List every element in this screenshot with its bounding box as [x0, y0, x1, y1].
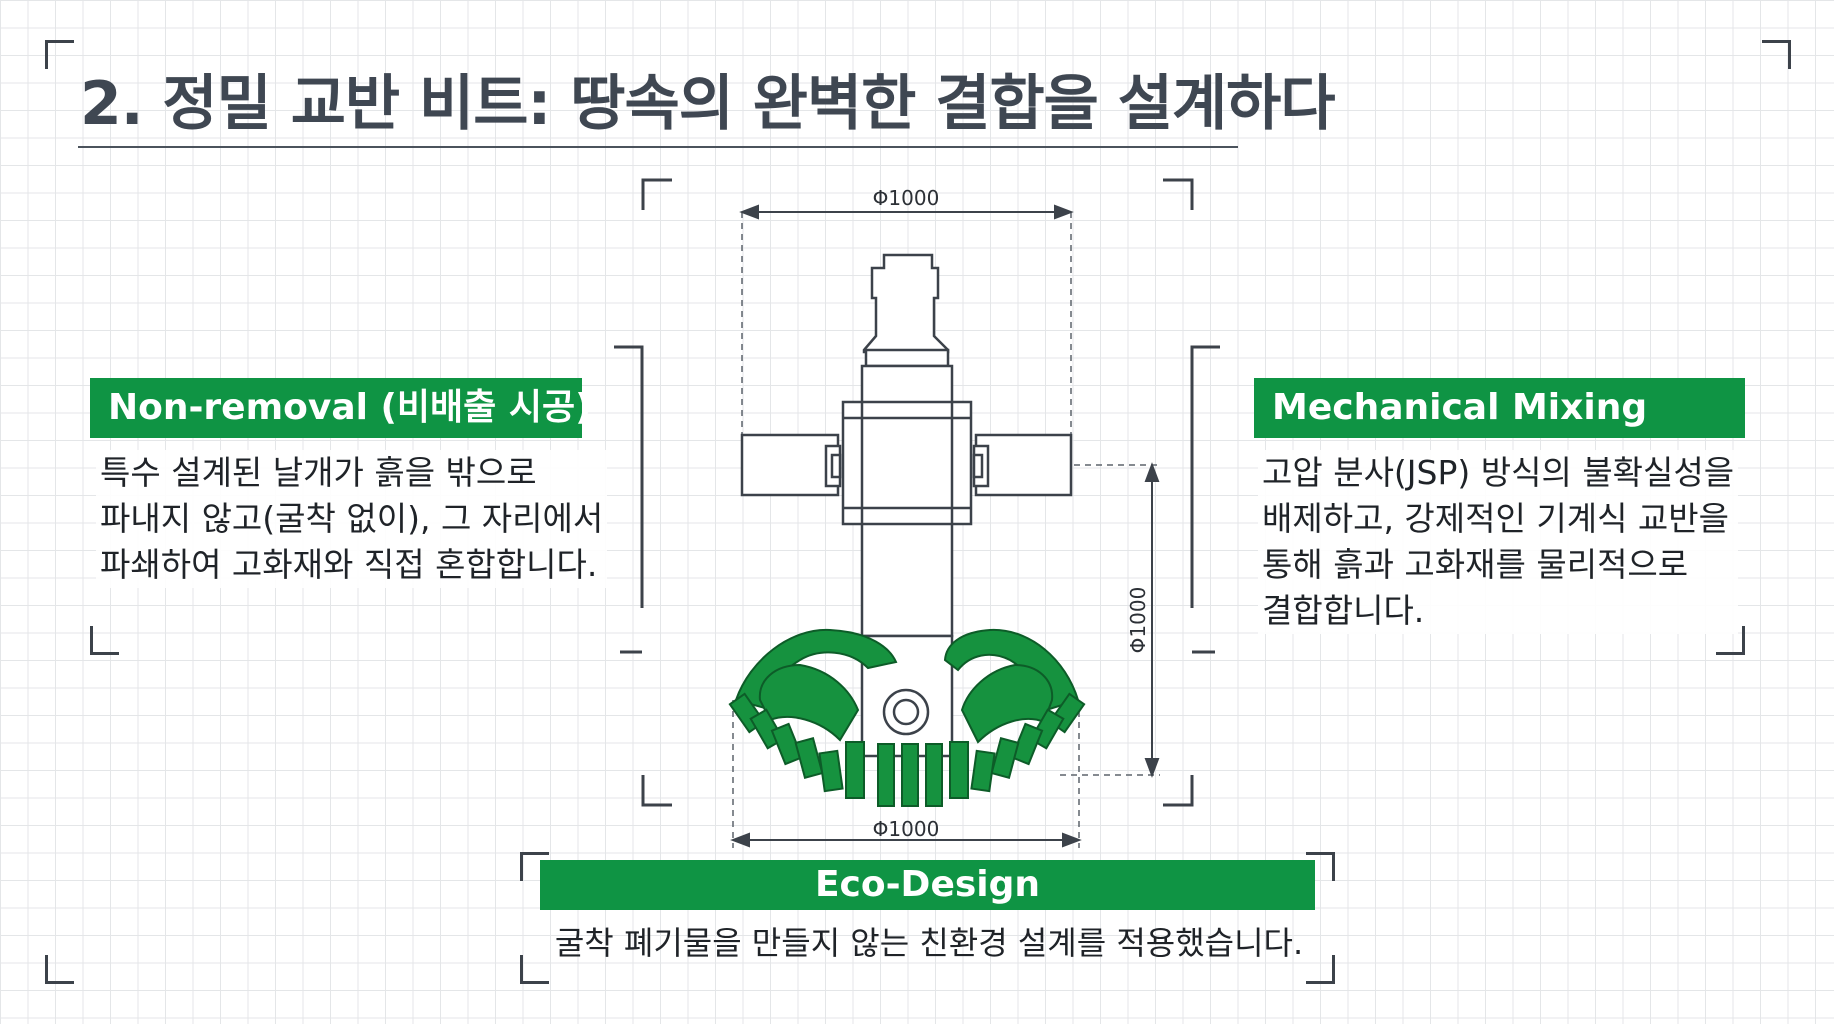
mixing-blades: [728, 628, 1086, 807]
dimension-label-top: Φ1000: [873, 186, 940, 210]
bit-shaft: [740, 253, 1073, 758]
bottom-panel-corner-br: [1306, 955, 1335, 984]
dimension-label-side: Φ1000: [1126, 587, 1150, 654]
frame-corner-tl: [45, 40, 74, 69]
right-panel-heading: Mechanical Mixing: [1254, 378, 1745, 438]
page-title: 2. 정밀 교반 비트: 땅속의 완벽한 결합을 설계하다: [80, 69, 1336, 139]
left-panel-text: 특수 설계된 날개가 흙을 밖으로 파내지 않고(굴착 없이), 그 자리에서 …: [96, 450, 608, 588]
left-panel-corner-bl: [90, 626, 119, 655]
left-panel-heading: Non-removal (비배출 시공): [90, 378, 592, 438]
left-panel: Non-removal (비배출 시공) 특수 설계된 날개가 흙을 밖으로 파…: [90, 378, 650, 653]
right-panel: Mechanical Mixing 고압 분사(JSP) 방식의 불확실성을 배…: [1252, 378, 1752, 663]
right-panel-line: 결합합니다.: [1262, 591, 1425, 630]
drawing-brackets: [614, 178, 1220, 807]
bottom-panel-heading: Eco-Design: [540, 860, 1315, 910]
title-underline: [78, 146, 1238, 148]
dimension-label-bottom: Φ1000: [873, 817, 940, 841]
left-panel-line: 파쇄하여 고화재와 직접 혼합합니다.: [100, 545, 598, 584]
bit-hub: [882, 688, 930, 736]
bottom-panel-corner-bl: [520, 955, 549, 984]
left-panel-line: 특수 설계된 날개가 흙을 밖으로: [100, 453, 537, 492]
bottom-panel-text: 굴착 폐기물을 만들지 않는 친환경 설계를 적용했습니다.: [554, 924, 1304, 962]
right-panel-line: 배제하고, 강제적인 기계식 교반을: [1262, 499, 1729, 538]
left-panel-line: 파내지 않고(굴착 없이), 그 자리에서: [100, 499, 604, 538]
right-panel-corner-br: [1716, 626, 1745, 655]
bottom-panel-corner-tl: [520, 852, 549, 881]
right-panel-text: 고압 분사(JSP) 방식의 불확실성을 배제하고, 강제적인 기계식 교반을 …: [1258, 450, 1739, 634]
bottom-panel-corner-tr: [1306, 852, 1335, 881]
right-panel-line: 통해 흙과 고화재를 물리적으로: [1262, 545, 1689, 584]
frame-corner-tr: [1762, 40, 1791, 69]
dimension-arrows: [730, 204, 1160, 848]
frame-corner-bl: [45, 955, 74, 984]
right-panel-line: 고압 분사(JSP) 방식의 불확실성을: [1262, 453, 1735, 492]
